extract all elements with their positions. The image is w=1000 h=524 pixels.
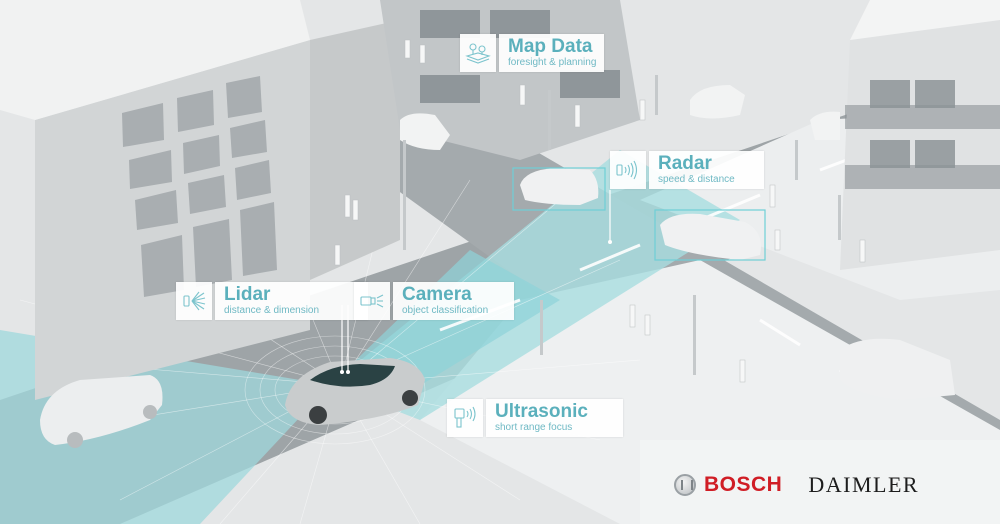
label-camera: Camera object classification xyxy=(354,282,514,320)
camera-icon xyxy=(354,282,390,320)
lidar-burst-icon xyxy=(176,282,212,320)
label-title: Camera xyxy=(402,284,472,305)
label-ultrasonic: Ultrasonic short range focus xyxy=(447,399,623,437)
map-pin-icon xyxy=(460,34,496,72)
radar-waves-icon xyxy=(610,151,646,189)
label-subtitle: short range focus xyxy=(495,422,573,433)
ultrasonic-sensor-icon xyxy=(447,399,483,437)
label-title: Lidar xyxy=(224,284,271,305)
label-subtitle: distance & dimension xyxy=(224,305,320,316)
partner-logos: BOSCH DAIMLER xyxy=(660,460,980,510)
label-lidar: Lidar distance & dimension xyxy=(176,282,368,320)
label-subtitle: object classification xyxy=(402,305,489,316)
label-map-data: Map Data foresight & planning xyxy=(460,34,605,72)
daimler-logo: DAIMLER xyxy=(808,472,920,497)
label-subtitle: speed & distance xyxy=(658,174,735,185)
label-title: Ultrasonic xyxy=(495,401,588,422)
label-radar: Radar speed & distance xyxy=(610,151,764,189)
bosch-armature-icon xyxy=(674,474,696,496)
bosch-logo: BOSCH xyxy=(704,473,783,496)
label-title: Radar xyxy=(658,153,712,174)
label-subtitle: foresight & planning xyxy=(508,57,597,68)
label-title: Map Data xyxy=(508,36,593,57)
